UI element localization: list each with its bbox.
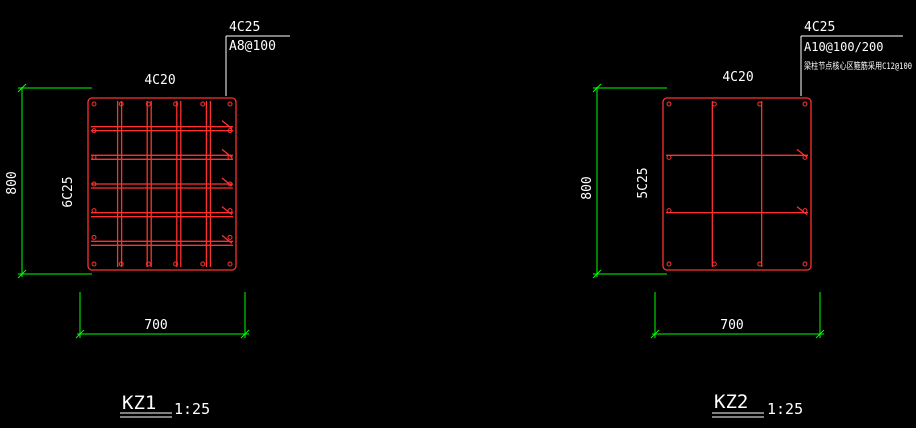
kz2-rebar: [666, 101, 672, 107]
kz2-scale: 1:25: [767, 400, 803, 418]
kz1-rebar: [118, 261, 124, 267]
kz2-leader: [800, 35, 903, 96]
column-kz1: 800 700 4C20 6C25 4C25 A8@100 KZ1 1:25: [5, 20, 290, 418]
kz2-rebar: [802, 261, 808, 267]
kz1-rebar: [91, 208, 97, 214]
kz2-section-outline: [662, 97, 812, 271]
kz1-rebar: [227, 208, 233, 214]
kz2-annotation-line1: 4C25: [804, 20, 835, 35]
kz2-rebar: [757, 261, 763, 267]
kz1-rebar: [91, 234, 97, 240]
kz2-rebar: [802, 101, 808, 107]
kz1-top-bars-label: 4C20: [144, 73, 175, 88]
kz1-tie-hook: [221, 234, 233, 244]
kz1-rebar: [173, 261, 179, 267]
kz1-rebar: [200, 101, 206, 107]
kz1-annotation-line2: A8@100: [229, 39, 276, 54]
kz1-tie-hook: [221, 206, 233, 216]
kz1-section-outline: [87, 97, 237, 271]
kz2-height-label: 800: [580, 176, 595, 199]
kz1-rebar: [227, 154, 233, 160]
kz2-ties: [666, 101, 808, 267]
kz2-rebar: [666, 208, 672, 214]
kz2-rebar: [802, 208, 808, 214]
kz2-annotation-line3: 梁柱节点核心区箍筋采用C12@100: [804, 60, 912, 72]
kz1-bars: [91, 101, 233, 267]
kz2-rebar: [802, 154, 808, 160]
kz1-rebar: [145, 261, 151, 267]
kz2-bars: [666, 101, 808, 267]
kz2-title: KZ2: [714, 391, 748, 413]
kz1-rebar: [173, 101, 179, 107]
kz2-width-dimension: [650, 292, 825, 339]
kz1-tie-hook: [221, 120, 233, 130]
kz2-rebar: [711, 101, 717, 107]
kz1-width-dimension: [75, 292, 250, 339]
kz1-annotation-line1: 4C25: [229, 20, 260, 35]
kz1-rebar: [227, 181, 233, 187]
kz1-width-label: 700: [144, 318, 167, 333]
kz2-side-bars-label: 5C25: [636, 167, 651, 198]
kz1-rebar: [227, 234, 233, 240]
kz1-rebar: [227, 261, 233, 267]
column-kz2: 800 700 4C20 5C25 4C25 A10@100/200 梁柱节点核…: [580, 20, 912, 418]
kz1-leader: [225, 35, 290, 96]
kz1-ties: [91, 101, 233, 267]
kz1-rebar: [91, 261, 97, 267]
kz1-tie-hook: [221, 177, 233, 187]
kz2-top-bars-label: 4C20: [722, 70, 753, 85]
kz1-rebar: [91, 101, 97, 107]
kz2-width-label: 700: [720, 318, 743, 333]
kz1-rebar: [227, 128, 233, 134]
kz2-tie-hook: [796, 148, 808, 158]
kz1-rebar: [91, 128, 97, 134]
kz1-tie-hook: [221, 148, 233, 158]
kz1-height-dimension: [17, 83, 92, 279]
kz1-rebar: [118, 101, 124, 107]
kz2-rebar: [711, 261, 717, 267]
kz1-rebar: [227, 101, 233, 107]
kz1-scale: 1:25: [174, 400, 210, 418]
kz1-rebar: [91, 181, 97, 187]
kz2-height-dimension: [592, 83, 667, 279]
kz2-tie-hook: [796, 206, 808, 216]
kz2-annotation-line2: A10@100/200: [804, 40, 883, 54]
kz1-height-label: 800: [5, 171, 20, 194]
kz2-rebar: [666, 154, 672, 160]
kz2-rebar: [666, 261, 672, 267]
kz1-rebar: [145, 101, 151, 107]
kz1-side-bars-label: 6C25: [61, 176, 76, 207]
kz2-rebar: [757, 101, 763, 107]
kz1-rebar: [91, 154, 97, 160]
kz1-rebar: [200, 261, 206, 267]
kz1-title: KZ1: [122, 392, 156, 414]
